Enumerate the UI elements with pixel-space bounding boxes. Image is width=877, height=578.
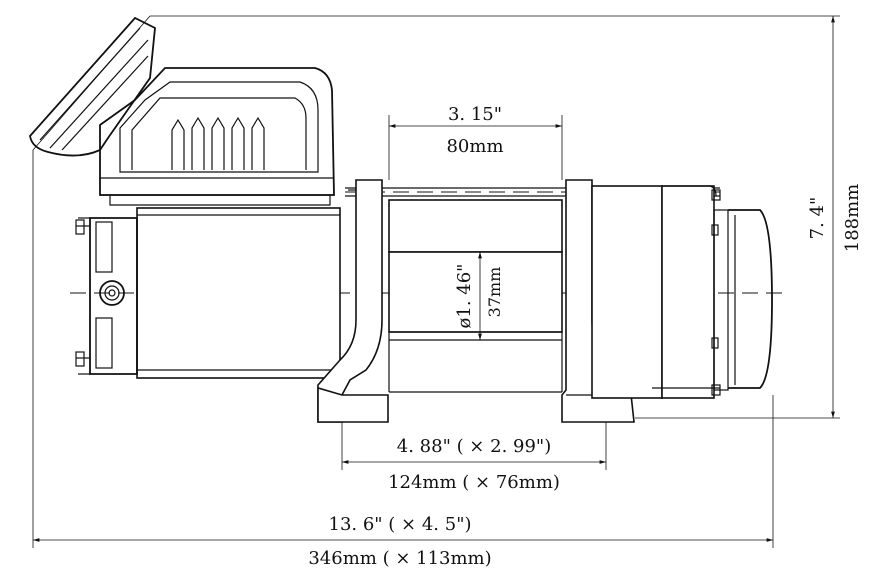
control-box xyxy=(29,16,335,206)
drum-diameter-in: ø1. 46" xyxy=(454,264,475,329)
dim-overall-height: 7. 4" 188mm xyxy=(807,16,863,418)
left-foot-plate xyxy=(317,179,389,423)
foot-spacing-mm: 124mm ( × 76mm) xyxy=(388,472,560,493)
dim-foot-spacing: 4. 88" ( × 2. 99") 124mm ( × 76mm) xyxy=(342,436,606,493)
overall-height-in: 7. 4" xyxy=(807,197,828,240)
drum-width-in: 3. 15" xyxy=(448,104,502,125)
drum-diameter-mm: 37mm xyxy=(485,267,504,318)
dim-drum-width: 3. 15" 80mm xyxy=(389,104,562,157)
overall-length-mm: 346mm ( × 113mm) xyxy=(308,548,491,569)
overall-height-mm: 188mm xyxy=(842,184,863,253)
dim-drum-diameter: ø1. 46" 37mm xyxy=(454,251,504,340)
foot-spacing-in: 4. 88" ( × 2. 99") xyxy=(397,436,551,457)
motor xyxy=(75,207,341,379)
overall-length-in: 13. 6" ( × 4. 5") xyxy=(329,514,472,535)
dim-overall-length: 13. 6" ( × 4. 5") 346mm ( × 113mm) xyxy=(33,514,773,569)
gearbox xyxy=(591,185,773,399)
drum-width-mm: 80mm xyxy=(446,136,503,157)
